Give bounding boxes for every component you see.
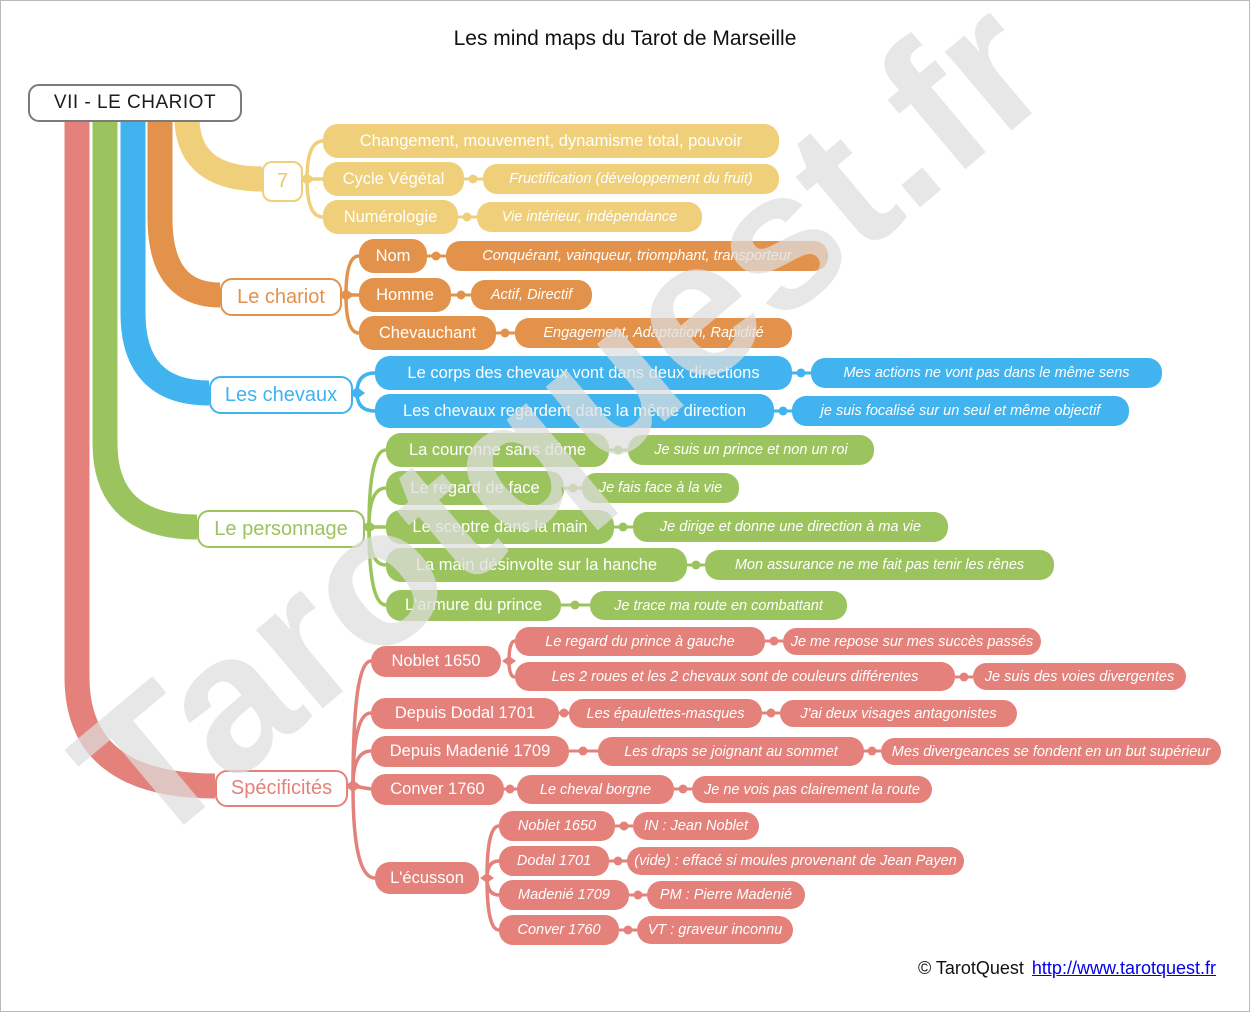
map-node: Noblet 1650 bbox=[371, 646, 501, 677]
note-pill: Je fais face à la vie bbox=[582, 473, 739, 503]
root-node-le-chariot: VII - LE CHARIOT bbox=[28, 84, 242, 122]
copyright-text: © TarotQuest bbox=[917, 958, 1024, 978]
note-pill: Vie intérieur, indépendance bbox=[477, 202, 702, 232]
page-title: Les mind maps du Tarot de Marseille bbox=[453, 27, 797, 50]
note-pill: Je suis un prince et non un roi bbox=[628, 435, 874, 465]
map-node: Les chevaux regardent dans la même direc… bbox=[375, 394, 774, 428]
footer: © TarotQuest http://www.tarotquest.fr bbox=[918, 958, 1216, 979]
map-node: Numérologie bbox=[323, 200, 458, 234]
map-node: Homme bbox=[359, 278, 451, 312]
note-pill: je suis focalisé sur un seul et même obj… bbox=[792, 396, 1129, 426]
map-node: Madenié 1709 bbox=[499, 880, 629, 910]
branch-node-le-personnage: Le personnage bbox=[197, 510, 365, 548]
map-node: Le corps des chevaux vont dans deux dire… bbox=[375, 356, 792, 390]
map-node: Nom bbox=[359, 239, 427, 273]
note-pill: Fructification (développement du fruit) bbox=[483, 164, 779, 194]
map-node: Chevauchant bbox=[359, 316, 496, 350]
note-pill: Je trace ma route en combattant bbox=[590, 591, 847, 620]
note-pill: (vide) : effacé si moules provenant de J… bbox=[627, 847, 964, 875]
map-node: Depuis Dodal 1701 bbox=[371, 698, 559, 729]
branch-node-7: 7 bbox=[262, 161, 303, 202]
map-node: La couronne sans dôme bbox=[386, 433, 609, 467]
branch-node-specificites: Spécificités bbox=[215, 770, 348, 807]
map-node: Conver 1760 bbox=[499, 915, 619, 945]
map-node: L'écusson bbox=[375, 862, 479, 894]
note-pill: Mon assurance ne me fait pas tenir les r… bbox=[705, 550, 1054, 580]
map-node: Changement, mouvement, dynamisme total, … bbox=[323, 124, 779, 158]
map-node: Conver 1760 bbox=[371, 774, 504, 805]
map-node: Le regard de face bbox=[386, 471, 564, 505]
map-node: Noblet 1650 bbox=[499, 811, 615, 841]
map-node: Les 2 roues et les 2 chevaux sont de cou… bbox=[515, 662, 955, 691]
note-pill: VT : graveur inconnu bbox=[637, 916, 793, 944]
map-node: Cycle Végétal bbox=[323, 162, 464, 196]
note-pill: Je ne vois pas clairement la route bbox=[692, 776, 932, 803]
map-node: Dodal 1701 bbox=[499, 846, 609, 876]
branch-node-les-chevaux: Les chevaux bbox=[209, 376, 353, 414]
note-pill: Je me repose sur mes succès passés bbox=[783, 628, 1041, 655]
tarotquest-link[interactable]: http://www.tarotquest.fr bbox=[1031, 958, 1216, 978]
note-pill: J'ai deux visages antagonistes bbox=[780, 700, 1017, 727]
note-pill: Actif, Directif bbox=[471, 280, 592, 310]
note-pill: Je dirige et donne une direction à ma vi… bbox=[633, 512, 948, 542]
map-node: Le regard du prince à gauche bbox=[515, 627, 765, 656]
map-node: Les épaulettes-masques bbox=[569, 699, 762, 728]
branch-node-le-chariot: Le chariot bbox=[220, 278, 342, 316]
map-node: Les draps se joignant au sommet bbox=[598, 737, 864, 766]
note-pill: Je suis des voies divergentes bbox=[973, 663, 1186, 690]
note-pill: PM : Pierre Madenié bbox=[647, 881, 805, 909]
note-pill: Conquérant, vainqueur, triomphant, trans… bbox=[446, 241, 828, 271]
map-node: Le cheval borgne bbox=[517, 775, 674, 804]
map-node: La main désinvolte sur la hanche bbox=[386, 548, 687, 582]
note-pill: IN : Jean Noblet bbox=[633, 812, 759, 840]
map-node: Depuis Madenié 1709 bbox=[371, 736, 569, 767]
note-pill: Engagement, Adaptation, Rapidité bbox=[515, 318, 792, 348]
note-pill: Mes divergeances se fondent en un but su… bbox=[881, 738, 1221, 765]
map-node: L'armure du prince bbox=[386, 590, 561, 621]
note-pill: Mes actions ne vont pas dans le même sen… bbox=[811, 358, 1162, 388]
map-node: Le sceptre dans la main bbox=[386, 510, 614, 544]
